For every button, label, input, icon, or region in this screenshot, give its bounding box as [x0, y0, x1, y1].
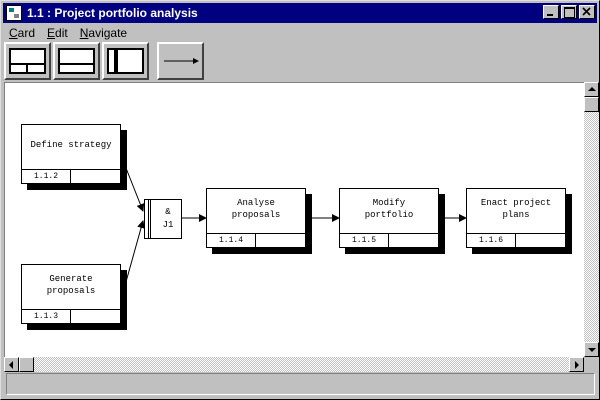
layout-top-panel-button[interactable]: [53, 42, 100, 80]
layout-top-panel-icon: [58, 48, 95, 74]
card-footer: 1.1.4: [207, 233, 305, 247]
card-reference: 1.1.6: [467, 234, 516, 247]
card-reference-blank: [71, 170, 120, 183]
card-title: Analyse proposals: [231, 197, 281, 220]
layout-split-horizontal-button[interactable]: [4, 42, 51, 80]
horizontal-scroll-thumb[interactable]: [19, 357, 34, 372]
minimize-button[interactable]: [543, 5, 559, 19]
activity-card-enact-project-plans[interactable]: Enact project plans 1.1.6: [466, 188, 572, 254]
card-footer: 1.1.6: [467, 233, 565, 247]
menu-card[interactable]: Card: [9, 26, 36, 40]
card-footer: 1.1.5: [340, 233, 438, 247]
card-reference: 1.1.5: [340, 234, 389, 247]
card-reference: 1.1.3: [22, 310, 71, 323]
card-reference: 1.1.2: [22, 170, 71, 183]
card-footer: 1.1.2: [22, 169, 120, 183]
card-reference-blank: [389, 234, 438, 247]
layout-side-panel-icon: [107, 48, 144, 74]
card-title: Generate proposals: [46, 273, 96, 296]
scroll-down-button[interactable]: [584, 342, 599, 357]
scroll-up-button[interactable]: [584, 82, 599, 97]
card-box: Define strategy 1.1.2: [21, 124, 121, 184]
activity-card-analyse-proposals[interactable]: Analyse proposals 1.1.4: [206, 188, 312, 254]
card-title: Enact project plans: [480, 197, 552, 220]
activity-card-define-strategy[interactable]: Define strategy 1.1.2: [21, 124, 127, 190]
card-reference: 1.1.4: [207, 234, 256, 247]
card-title: Define strategy: [30, 139, 112, 150]
close-icon: [582, 7, 591, 16]
layout-side-panel-button[interactable]: [102, 42, 149, 80]
close-button[interactable]: [579, 5, 595, 19]
window-controls: [541, 5, 595, 19]
arrow-left-icon: [9, 361, 13, 369]
junction-label: & J1: [154, 206, 182, 232]
window-title: 1.1 : Project portfolio analysis: [27, 6, 198, 20]
vertical-scroll-thumb[interactable]: [584, 97, 599, 112]
scrollbar-corner: [584, 357, 599, 372]
menu-edit[interactable]: Edit: [47, 26, 68, 40]
card-box: Generate proposals 1.1.3: [21, 264, 121, 324]
app-icon[interactable]: [6, 5, 22, 21]
toolbar: [4, 42, 206, 82]
arrow-right-icon: [575, 361, 579, 369]
scroll-left-button[interactable]: [4, 357, 19, 372]
card-title: Modify portfolio: [364, 197, 414, 220]
card-box: Analyse proposals 1.1.4: [206, 188, 306, 248]
diagram-canvas[interactable]: Define strategy 1.1.2 Generate proposals…: [4, 82, 584, 357]
title-bar[interactable]: 1.1 : Project portfolio analysis: [3, 3, 597, 23]
card-box: Enact project plans 1.1.6: [466, 188, 566, 248]
junction-symbol: &: [165, 207, 171, 217]
junction-bar: [148, 199, 151, 239]
junction-j1[interactable]: & J1: [144, 199, 182, 239]
arrow-connector-icon: [164, 58, 199, 64]
horizontal-scroll-track[interactable]: [19, 357, 569, 372]
card-reference-blank: [71, 310, 120, 323]
card-footer: 1.1.3: [22, 309, 120, 323]
horizontal-scrollbar[interactable]: [4, 357, 584, 372]
layout-split-horizontal-icon: [9, 48, 46, 74]
scroll-right-button[interactable]: [569, 357, 584, 372]
arrow-connector-button[interactable]: [157, 42, 204, 80]
card-box: Modify portfolio 1.1.5: [339, 188, 439, 248]
arrow-down-icon: [588, 348, 596, 352]
maximize-button[interactable]: [561, 5, 577, 19]
junction-id: J1: [162, 220, 174, 230]
menu-navigate[interactable]: Navigate: [79, 26, 128, 40]
status-bar: [6, 373, 595, 395]
card-reference-blank: [256, 234, 305, 247]
link-generate-to-junction: [123, 220, 145, 290]
card-reference-blank: [516, 234, 565, 247]
arrow-up-icon: [588, 87, 596, 91]
vertical-scrollbar[interactable]: [584, 82, 599, 357]
vertical-scroll-track[interactable]: [584, 97, 599, 342]
link-define-to-junction: [123, 162, 145, 212]
activity-card-generate-proposals[interactable]: Generate proposals 1.1.3: [21, 264, 127, 330]
activity-card-modify-portfolio[interactable]: Modify portfolio 1.1.5: [339, 188, 445, 254]
menu-bar: Card Edit Navigate: [3, 24, 133, 42]
